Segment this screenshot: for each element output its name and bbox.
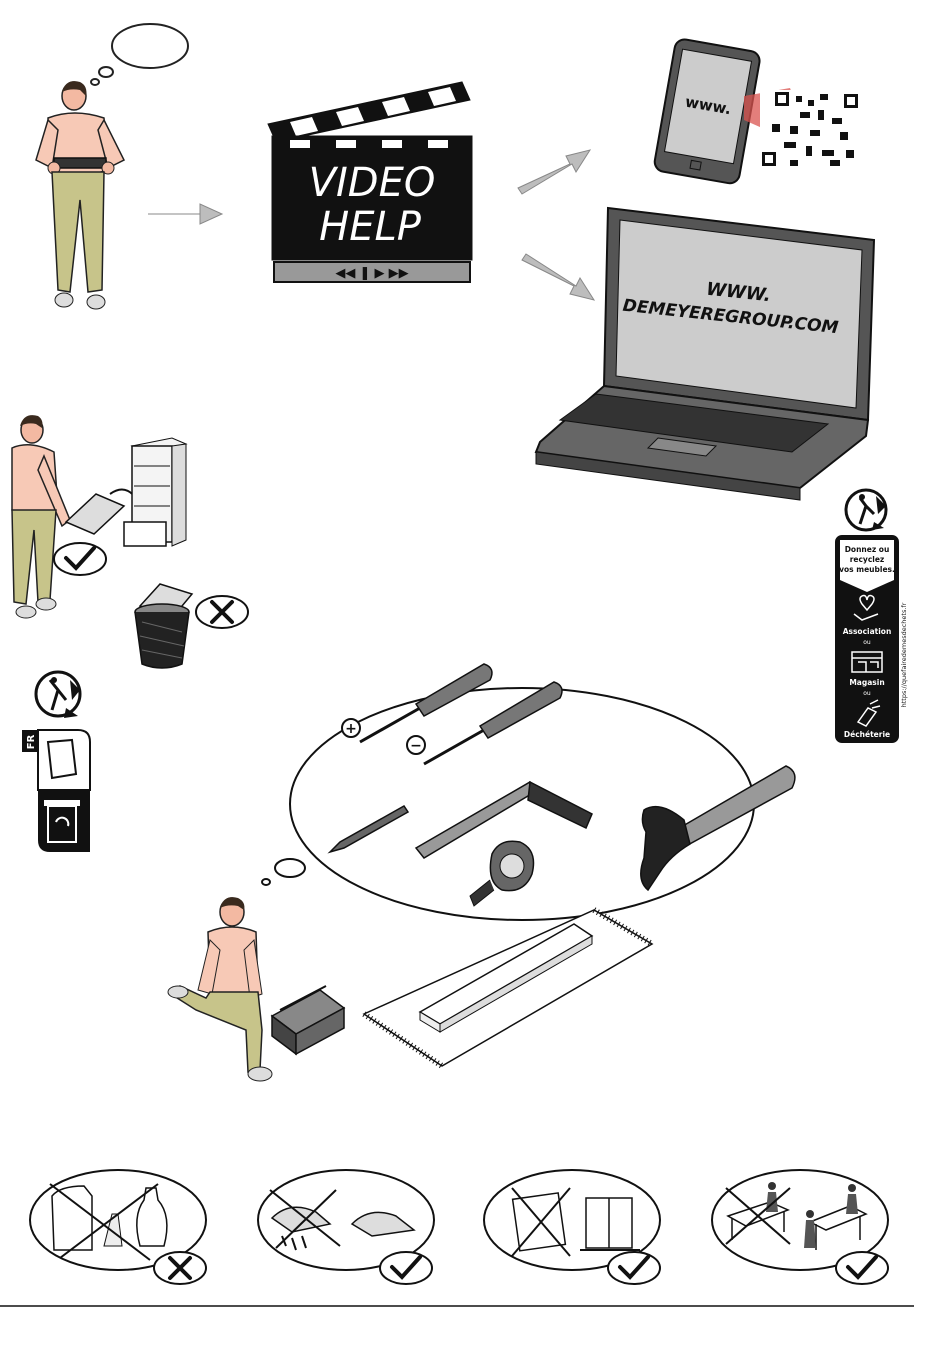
- care-icon-no-chemicals: [30, 1170, 206, 1284]
- video-controls: ◀◀ ❚ ▶ ▶▶: [335, 266, 408, 281]
- check-icon: [54, 543, 106, 575]
- thought-bubble: [112, 24, 188, 68]
- panel-heading-line3: vos meubles.: [839, 565, 895, 574]
- trash-bin-icon: [135, 612, 189, 668]
- paper-icon: [48, 740, 76, 778]
- svg-text:+: +: [345, 721, 357, 737]
- care-icon-dry-cloth: [258, 1170, 434, 1284]
- panel-heading-line1: Donnez ou: [845, 545, 890, 554]
- smartphone-qr-scan[interactable]: www.: [653, 38, 864, 185]
- arrow-right-icon: [148, 204, 222, 224]
- thinking-man-with-manual: [36, 24, 188, 309]
- panel-or-1: ou: [863, 639, 871, 646]
- kneeling-man: [168, 897, 272, 1081]
- panel-option-decheterie: Déchéterie: [844, 730, 890, 739]
- required-tools-bubble: + −: [262, 664, 795, 920]
- care-icon-level-floor: [484, 1170, 660, 1284]
- qr-code-icon: [760, 90, 864, 172]
- panel-option-association: Association: [843, 627, 892, 636]
- triman-recycling-logo-right: [846, 490, 886, 530]
- manual-booklet: [66, 494, 124, 534]
- panel-option-magasin: Magasin: [849, 678, 884, 687]
- video-help-line1: VIDEO: [309, 160, 436, 206]
- check-icon: [380, 1252, 432, 1284]
- check-icon: [836, 1252, 888, 1284]
- panel-url: https://quefairedemesdechets.fr: [900, 602, 908, 707]
- toolbox-icon: [272, 986, 344, 1054]
- care-icon-two-person-assembly: [712, 1170, 888, 1284]
- panel-or-2: ou: [863, 690, 871, 697]
- furniture-recycling-panel: Donnez ou recyclez vos meubles. Associat…: [836, 536, 908, 742]
- protective-rug: [364, 910, 652, 1066]
- laptop-website[interactable]: WWW. DEMEYEREGROUP.COM: [536, 208, 874, 500]
- fr-paper-recycling-badge: FR: [22, 730, 90, 852]
- arrow-down-right-icon: [522, 254, 594, 300]
- video-help-clapperboard[interactable]: VIDEO HELP ◀◀ ❚ ▶ ▶▶: [268, 82, 472, 282]
- manual-booklet: [54, 158, 106, 168]
- country-badge: FR: [26, 734, 37, 749]
- triman-recycling-logo: [36, 672, 80, 718]
- video-help-line2: HELP: [319, 204, 422, 250]
- svg-text:−: −: [410, 738, 422, 754]
- arrow-up-right-icon: [518, 150, 590, 194]
- do-not-discard-manual: [135, 584, 248, 668]
- check-icon: [608, 1252, 660, 1284]
- panel-heading-line2: recyclez: [850, 555, 885, 564]
